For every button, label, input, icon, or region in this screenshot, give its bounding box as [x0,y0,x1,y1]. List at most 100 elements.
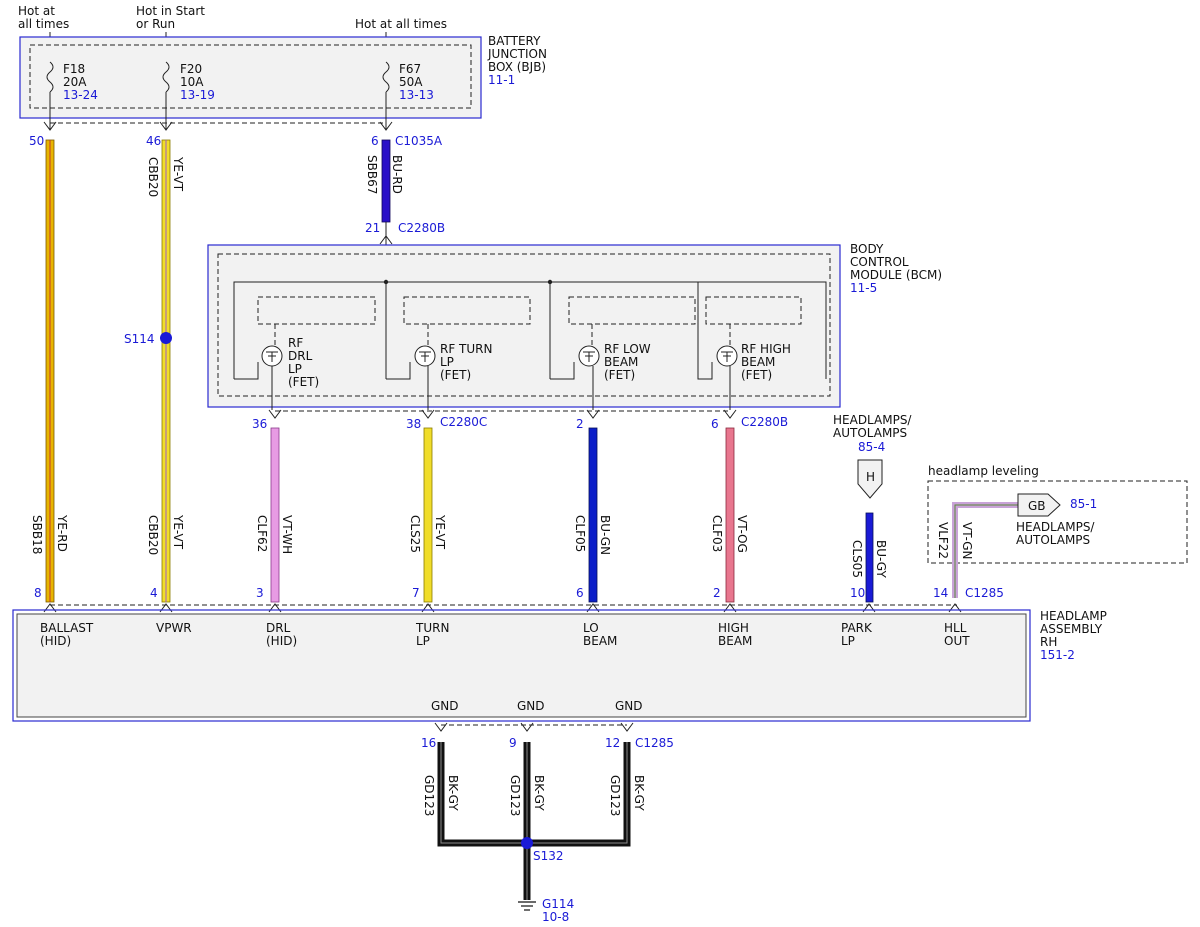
wire-cls05-color: BU-GY [874,540,888,578]
wire-gd123-a-color: BK-GY [446,775,460,811]
bjb-name-line2: JUNCTION [487,47,547,61]
ha-terminal-park-2: LP [841,634,855,648]
headlamps-ref-name-2: AUTOLAMPS [833,426,907,440]
fet-low-label-2: BEAM [604,355,638,369]
pin-12-gnd: 12 [605,736,620,750]
connector-c1035a[interactable]: C1035A [395,134,443,148]
pin-6-ha: 6 [576,586,584,600]
fet-low-label-1: RF LOW [604,342,651,356]
wire-clf03-color: VT-OG [735,515,749,553]
connector-c1285-bottom[interactable]: C1285 [635,736,674,750]
wire-clf62[interactable] [270,427,280,603]
wire-clf03-circuit: CLF03 [710,515,724,552]
pin-2-ha: 2 [713,586,721,600]
pin-3-ha: 3 [256,586,264,600]
headlamp-assembly-rh [12,609,1031,722]
headlamp-leveling-title: headlamp leveling [928,464,1039,478]
wire-sbb18-circuit: SBB18 [30,515,44,554]
pin-7-ha: 7 [412,586,420,600]
fuse-f67-id: F67 [399,62,421,76]
wire-cbb20-bottom-circuit: CBB20 [146,515,160,555]
wire-cbb20-top-circuit: CBB20 [146,157,160,197]
fet-high-label-1: RF HIGH [741,342,791,356]
splice-s114[interactable] [160,332,172,344]
ha-ref[interactable]: 151-2 [1040,648,1075,662]
pin-2-bcm: 2 [576,417,584,431]
wire-cls25[interactable] [423,427,433,603]
pin-arrow-50 [43,121,57,131]
ha-terminal-drl-1: DRL [266,621,291,635]
splice-s114-label[interactable]: S114 [124,332,155,346]
connector-c2280c[interactable]: C2280C [440,415,487,429]
splice-s132[interactable] [521,837,533,849]
fet-high-label-2: BEAM [741,355,775,369]
fuse-f18-icon [46,61,54,93]
splice-s132-label[interactable]: S132 [533,849,564,863]
pin-arrow-46 [159,121,173,131]
wire-sbb18[interactable] [45,139,55,603]
pin-50: 50 [29,134,44,148]
fuse-f18-ref[interactable]: 13-24 [63,88,98,102]
connector-c2280b-top[interactable]: C2280B [398,221,445,235]
bjb-ref[interactable]: 11-1 [488,73,515,87]
bcm-ref[interactable]: 11-5 [850,281,877,295]
headlamps-h-symbol: H [866,470,875,484]
fet-high-beam-icon [716,345,738,410]
headlamp-leveling-box [927,480,1188,564]
pin-6: 6 [371,134,379,148]
battery-junction-box: F18 20A 13-24 F20 10A 13-19 F67 50A 13-1… [19,36,482,130]
wire-cls05[interactable] [865,512,874,603]
feed-label-f20-line2: or Run [136,17,175,31]
pin-21: 21 [365,221,380,235]
pin-14-ha: 14 [933,586,948,600]
connector-c1285-top[interactable]: C1285 [965,586,1004,600]
pin-8-ha: 8 [34,586,42,600]
wire-cls25-color: YE-VT [433,514,447,550]
ha-terminal-ballast-2: (HID) [40,634,71,648]
wire-cbb20-top-color: YE-VT [171,156,185,192]
fuse-f20-icon [162,61,170,93]
headlamps-h-connector-icon[interactable] [857,459,883,499]
fuse-f67-ref[interactable]: 13-13 [399,88,434,102]
wire-cbb20[interactable] [161,139,171,603]
bcm-name-line3: MODULE (BCM) [850,268,942,282]
feed-label-f67: Hot at all times [355,17,447,31]
leveling-name-1: HEADLAMPS/ [1016,520,1095,534]
fet-turn-label-3: (FET) [440,368,471,382]
wire-sbb18-color: YE-RD [55,514,69,552]
wire-gd123-b-circuit: GD123 [508,775,522,816]
wire-cls05-circuit: CLS05 [850,540,864,578]
wire-clf05-circuit: CLF05 [573,515,587,552]
wire-cbb20-bottom-color: YE-VT [171,514,185,550]
wire-sbb67[interactable] [381,139,391,223]
pin-36: 36 [252,417,267,431]
bcm-name-line2: CONTROL [850,255,909,269]
wire-gd123-a-circuit: GD123 [422,775,436,816]
wire-clf05[interactable] [588,427,598,603]
gb-connector-icon[interactable] [1017,493,1061,517]
ground-ref[interactable]: 10-8 [542,910,569,924]
headlamps-ref-page[interactable]: 85-4 [858,440,885,454]
fet-turn-icon [414,345,436,410]
ha-terminal-hll-1: HLL [944,621,967,635]
ha-terminal-lo-1: LO [583,621,599,635]
wire-clf03[interactable] [725,427,735,603]
ha-name-line2: ASSEMBLY [1040,622,1103,636]
leveling-ref[interactable]: 85-1 [1070,497,1097,511]
feed-label-f18-line1: Hot at [18,4,55,18]
wire-cls25-circuit: CLS25 [408,515,422,553]
ground-g114[interactable]: G114 [542,897,574,911]
fet-low-beam-icon [578,345,600,410]
leveling-name-2: AUTOLAMPS [1016,533,1090,547]
ha-terminal-high-2: BEAM [718,634,752,648]
fet-high-label-3: (FET) [741,368,772,382]
ha-terminal-turn-2: LP [416,634,430,648]
connector-c2280b-bottom[interactable]: C2280B [741,415,788,429]
fuse-f20-ref[interactable]: 13-19 [180,88,215,102]
gb-symbol: GB [1028,499,1046,513]
wire-gd123-ground-harness[interactable] [437,742,631,900]
pin-10-ha: 10 [850,586,865,600]
fet-drl-label-3: LP [288,362,302,376]
wire-gd123-c-color: BK-GY [632,775,646,811]
